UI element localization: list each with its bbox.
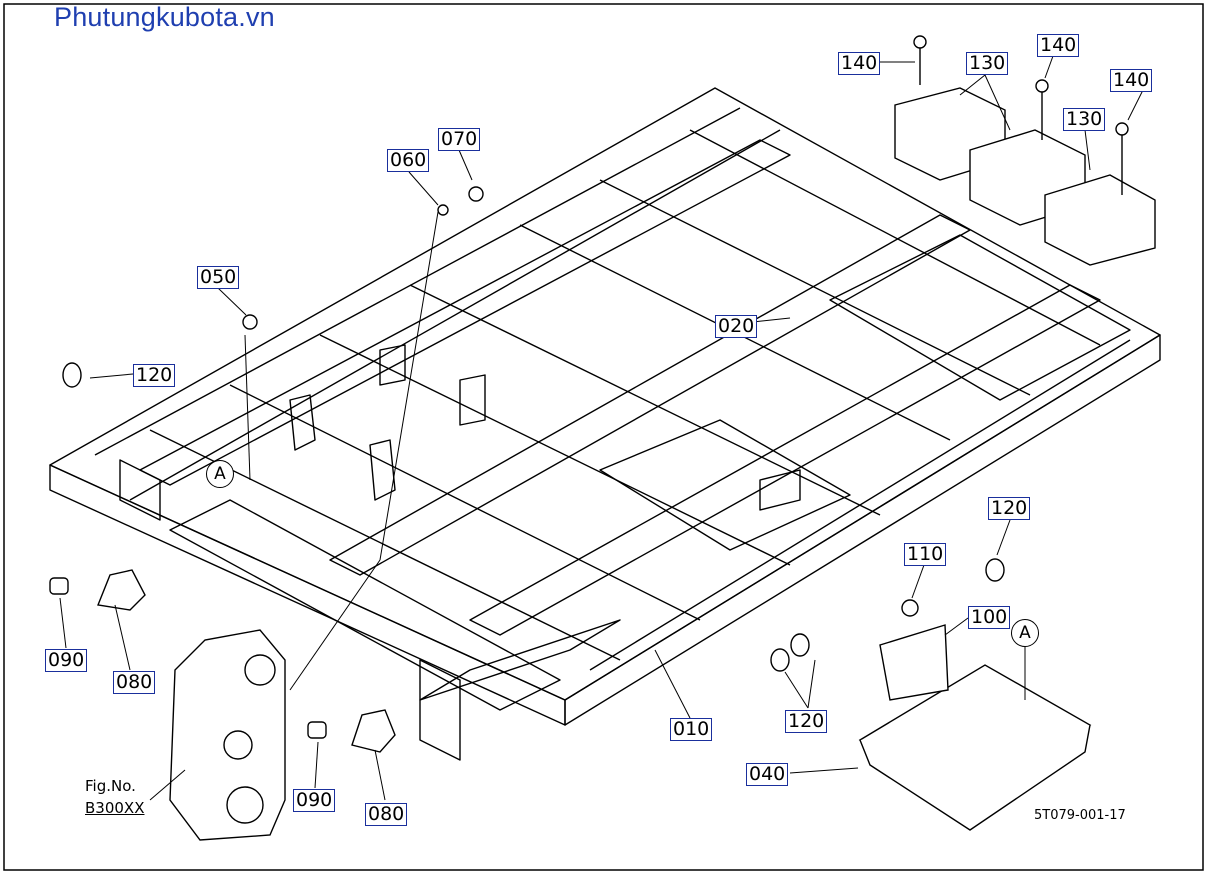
gearbox-housing xyxy=(169,629,286,841)
part-label-010[interactable]: 010 xyxy=(670,718,713,741)
leader-lines xyxy=(59,44,1149,801)
diagram-border xyxy=(3,3,1204,871)
part-label-140[interactable]: 140 xyxy=(1037,34,1080,57)
part-label-140[interactable]: 140 xyxy=(838,52,881,75)
drawing-code: 5T079-001-17 xyxy=(1034,808,1126,823)
counterweights xyxy=(894,87,1156,266)
part-label-090[interactable]: 090 xyxy=(293,789,336,812)
bolts xyxy=(242,35,1129,617)
part-label-120[interactable]: 120 xyxy=(785,710,828,733)
part-label-090[interactable]: 090 xyxy=(45,649,88,672)
lynch-pins xyxy=(62,362,1005,672)
part-label-060[interactable]: 060 xyxy=(387,149,430,172)
fig-no-label: Fig.No. xyxy=(85,777,136,795)
part-label-070[interactable]: 070 xyxy=(438,128,481,151)
assembly-leaders xyxy=(244,211,439,691)
part-label-020[interactable]: 020 xyxy=(715,315,758,338)
floor-plate xyxy=(858,624,1092,831)
reference-mark-a: A xyxy=(1011,619,1039,647)
part-label-130[interactable]: 130 xyxy=(966,52,1009,75)
fig-no-code[interactable]: B300XX xyxy=(85,799,145,817)
part-label-080[interactable]: 080 xyxy=(365,803,408,826)
part-label-120[interactable]: 120 xyxy=(133,364,176,387)
part-label-080[interactable]: 080 xyxy=(113,671,156,694)
site-title[interactable]: Phutungkubota.vn xyxy=(54,2,275,32)
part-label-140[interactable]: 140 xyxy=(1110,69,1153,92)
part-label-100[interactable]: 100 xyxy=(968,606,1011,629)
frame-chassis xyxy=(49,87,1161,761)
part-label-040[interactable]: 040 xyxy=(746,763,789,786)
part-label-120[interactable]: 120 xyxy=(988,497,1031,520)
part-label-050[interactable]: 050 xyxy=(197,266,240,289)
reference-mark-a: A xyxy=(206,460,234,488)
part-label-110[interactable]: 110 xyxy=(904,543,947,566)
part-label-130[interactable]: 130 xyxy=(1063,108,1106,131)
